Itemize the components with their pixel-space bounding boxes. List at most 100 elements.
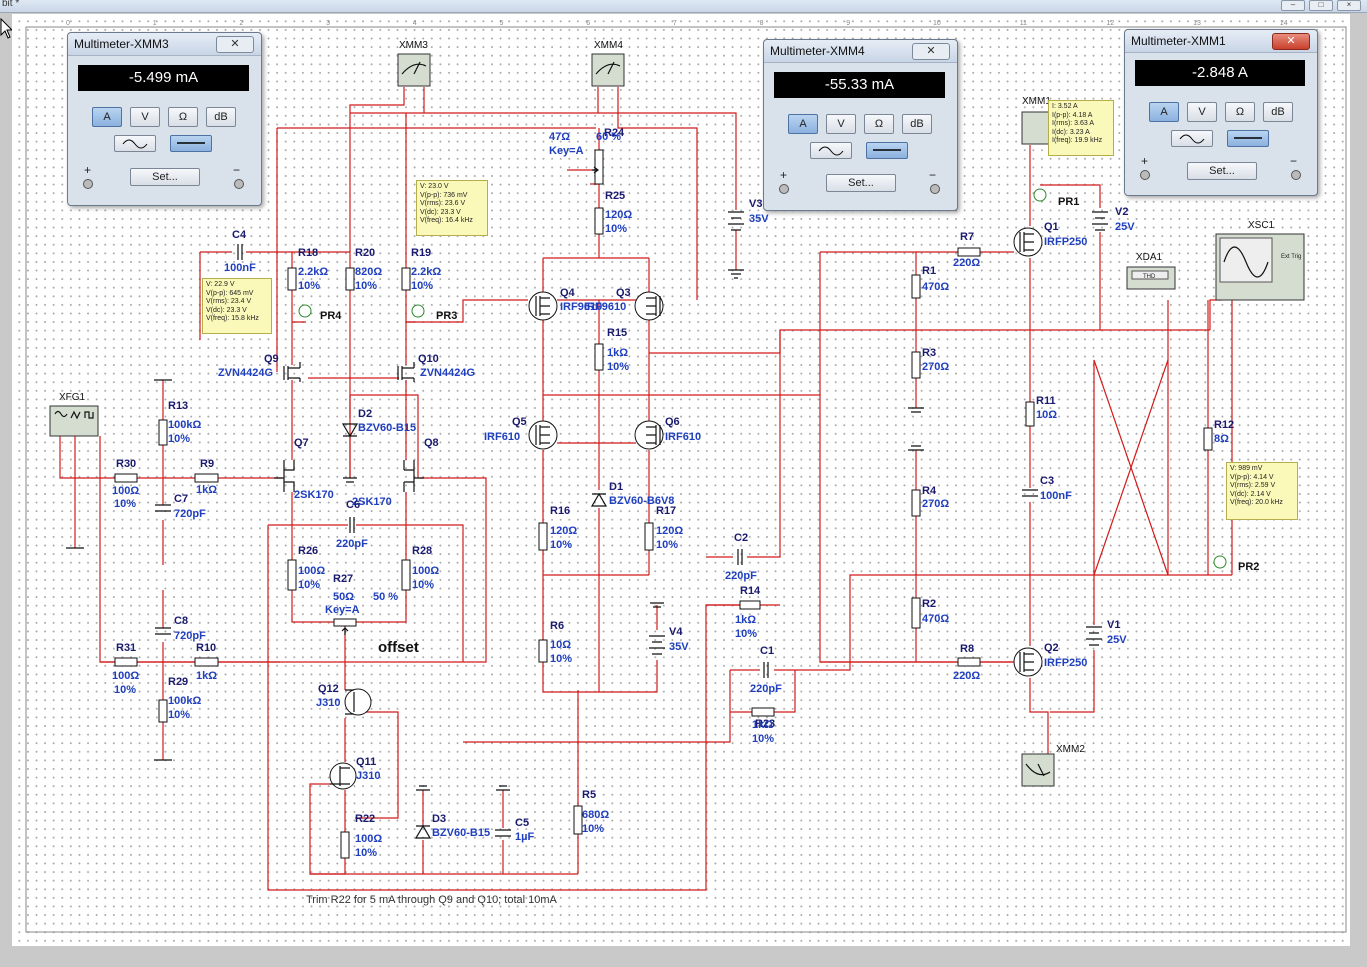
q7-ref-label: Q7	[294, 437, 309, 449]
resistor-symbols[interactable]	[114, 149, 1213, 859]
r12-resistor[interactable]	[1203, 427, 1213, 451]
multimeter-title[interactable]: Multimeter-XMM1	[1125, 30, 1317, 53]
plus-terminal-icon[interactable]	[1140, 170, 1150, 180]
r10-resistor[interactable]	[194, 657, 219, 667]
multimeter-title[interactable]: Multimeter-XMM3	[68, 33, 261, 56]
r28-resistor[interactable]	[401, 559, 411, 591]
mode-a-button[interactable]: A	[788, 114, 818, 134]
r8-resistor[interactable]	[957, 657, 981, 667]
r14-resistor[interactable]	[739, 600, 761, 610]
r25-resistor[interactable]	[594, 207, 604, 235]
r24-potentiometer[interactable]	[594, 149, 604, 185]
mode-a-button[interactable]: A	[1149, 102, 1179, 122]
r30-resistor[interactable]	[114, 473, 138, 483]
ac-wave-button[interactable]	[114, 135, 156, 152]
ac-wave-button[interactable]	[1171, 130, 1213, 147]
q12-jfet	[344, 688, 372, 716]
probe-pr4-readout[interactable]: V: 22.9 V V(p-p): 645 mV V(rms): 23.4 V …	[202, 278, 272, 334]
set-button[interactable]: Set...	[1187, 162, 1257, 180]
mode-db-button[interactable]: dB	[206, 107, 236, 127]
r29-resistor[interactable]	[158, 699, 168, 723]
dc-sources[interactable]	[649, 211, 1108, 655]
r10-value-label: 1kΩ	[196, 670, 217, 682]
q9-mosfet	[283, 362, 301, 382]
multimeter-title[interactable]: Multimeter-XMM4	[764, 40, 957, 63]
r20-resistor[interactable]	[345, 267, 355, 291]
r15-resistor[interactable]	[594, 343, 604, 371]
set-button[interactable]: Set...	[130, 168, 200, 186]
r3-resistor[interactable]	[911, 351, 921, 379]
maximize-button[interactable]: □	[1309, 0, 1333, 11]
c6-capacitor	[349, 517, 355, 533]
r24-value-label: 60 %	[596, 131, 621, 143]
r5-resistor[interactable]	[573, 805, 583, 835]
mode-db-button[interactable]: dB	[902, 114, 932, 134]
mode-ohm-button[interactable]: Ω	[168, 107, 198, 127]
dc-wave-button[interactable]	[1227, 130, 1269, 147]
close-icon[interactable]: ✕	[216, 36, 254, 53]
zener-diodes[interactable]	[341, 423, 608, 839]
r26-resistor[interactable]	[287, 559, 297, 591]
multimeter-xmm4-window[interactable]: Multimeter-XMM4 ✕ -55.33 mA A V Ω dB + −…	[763, 39, 958, 211]
close-button[interactable]: ×	[1337, 0, 1361, 11]
plus-terminal-icon[interactable]	[83, 179, 93, 189]
mode-v-button[interactable]: V	[130, 107, 160, 127]
r1-resistor[interactable]	[911, 274, 921, 299]
mode-v-button[interactable]: V	[826, 114, 856, 134]
mode-ohm-button[interactable]: Ω	[1225, 102, 1255, 122]
c8-ref-label: C8	[174, 615, 188, 627]
probe-symbols[interactable]	[298, 188, 1227, 569]
r23-resistor[interactable]	[751, 707, 775, 717]
mode-db-button[interactable]: dB	[1263, 102, 1293, 122]
r18-resistor[interactable]	[287, 267, 297, 291]
multimeter-xmm1-window[interactable]: Multimeter-XMM1 ✕ -2.848 A A V Ω dB + − …	[1124, 29, 1318, 196]
r27-potentiometer[interactable]	[333, 618, 357, 627]
c1-value-label: 220pF	[750, 683, 782, 695]
dc-wave-button[interactable]	[866, 142, 908, 159]
ac-wave-button[interactable]	[810, 142, 852, 159]
multimeter-xmm3-window[interactable]: Multimeter-XMM3 ✕ -5.499 mA A V Ω dB + −…	[67, 32, 262, 206]
mode-a-button[interactable]: A	[92, 107, 122, 127]
close-icon[interactable]: ✕	[912, 43, 950, 60]
r6-resistor[interactable]	[538, 639, 548, 663]
transistors[interactable]	[274, 227, 1043, 790]
r25-value-label: 120Ω	[605, 209, 632, 221]
r17-resistor[interactable]	[644, 522, 654, 551]
app-title: bit *	[2, 0, 20, 9]
r9-resistor[interactable]	[194, 473, 219, 483]
minus-terminal-icon[interactable]	[930, 184, 940, 194]
q9-value-label: ZVN4424G	[218, 367, 273, 379]
probe-line: V(p-p): 4.14 V	[1230, 473, 1274, 481]
minus-terminal-icon[interactable]	[234, 179, 244, 189]
probe-pr3-readout[interactable]: V: 23.0 V V(p-p): 736 mV V(rms): 23.6 V …	[416, 180, 488, 236]
capacitor-symbols[interactable]	[155, 244, 1038, 837]
r11-resistor[interactable]	[1025, 401, 1035, 427]
mode-ohm-button[interactable]: Ω	[864, 114, 894, 134]
r13-resistor[interactable]	[158, 419, 168, 446]
probe-pr1-readout[interactable]: I: 3.52 A I(p-p): 4.18 A I(rms): 3.63 A …	[1048, 100, 1114, 156]
plus-terminal-icon[interactable]	[779, 184, 789, 194]
r7-ref-label: R7	[960, 231, 974, 243]
r16-resistor[interactable]	[538, 522, 548, 551]
r19-resistor[interactable]	[401, 267, 411, 291]
mode-v-button[interactable]: V	[1187, 102, 1217, 122]
instrument-symbols[interactable]	[49, 53, 1305, 787]
xmm2-meter-icon	[1021, 753, 1055, 787]
r7-resistor[interactable]	[957, 247, 981, 257]
r2-resistor[interactable]	[911, 597, 921, 629]
r31-resistor[interactable]	[114, 657, 138, 667]
r22-resistor[interactable]	[340, 831, 350, 859]
r18-ref-label: R18	[298, 247, 318, 259]
close-icon[interactable]: ✕	[1272, 33, 1310, 50]
r13-ref-label: R13	[168, 400, 188, 412]
minimize-button[interactable]: –	[1281, 0, 1305, 11]
probe-pr2-readout[interactable]: V: 989 mV V(p-p): 4.14 V V(rms): 2.59 V …	[1226, 462, 1298, 520]
set-button[interactable]: Set...	[826, 174, 896, 192]
r4-resistor[interactable]	[911, 489, 921, 517]
r20-ref-label: R20	[355, 247, 375, 259]
dc-wave-button[interactable]	[170, 135, 212, 152]
r28-ref-label: R28	[412, 545, 432, 557]
minus-terminal-icon[interactable]	[1291, 170, 1301, 180]
